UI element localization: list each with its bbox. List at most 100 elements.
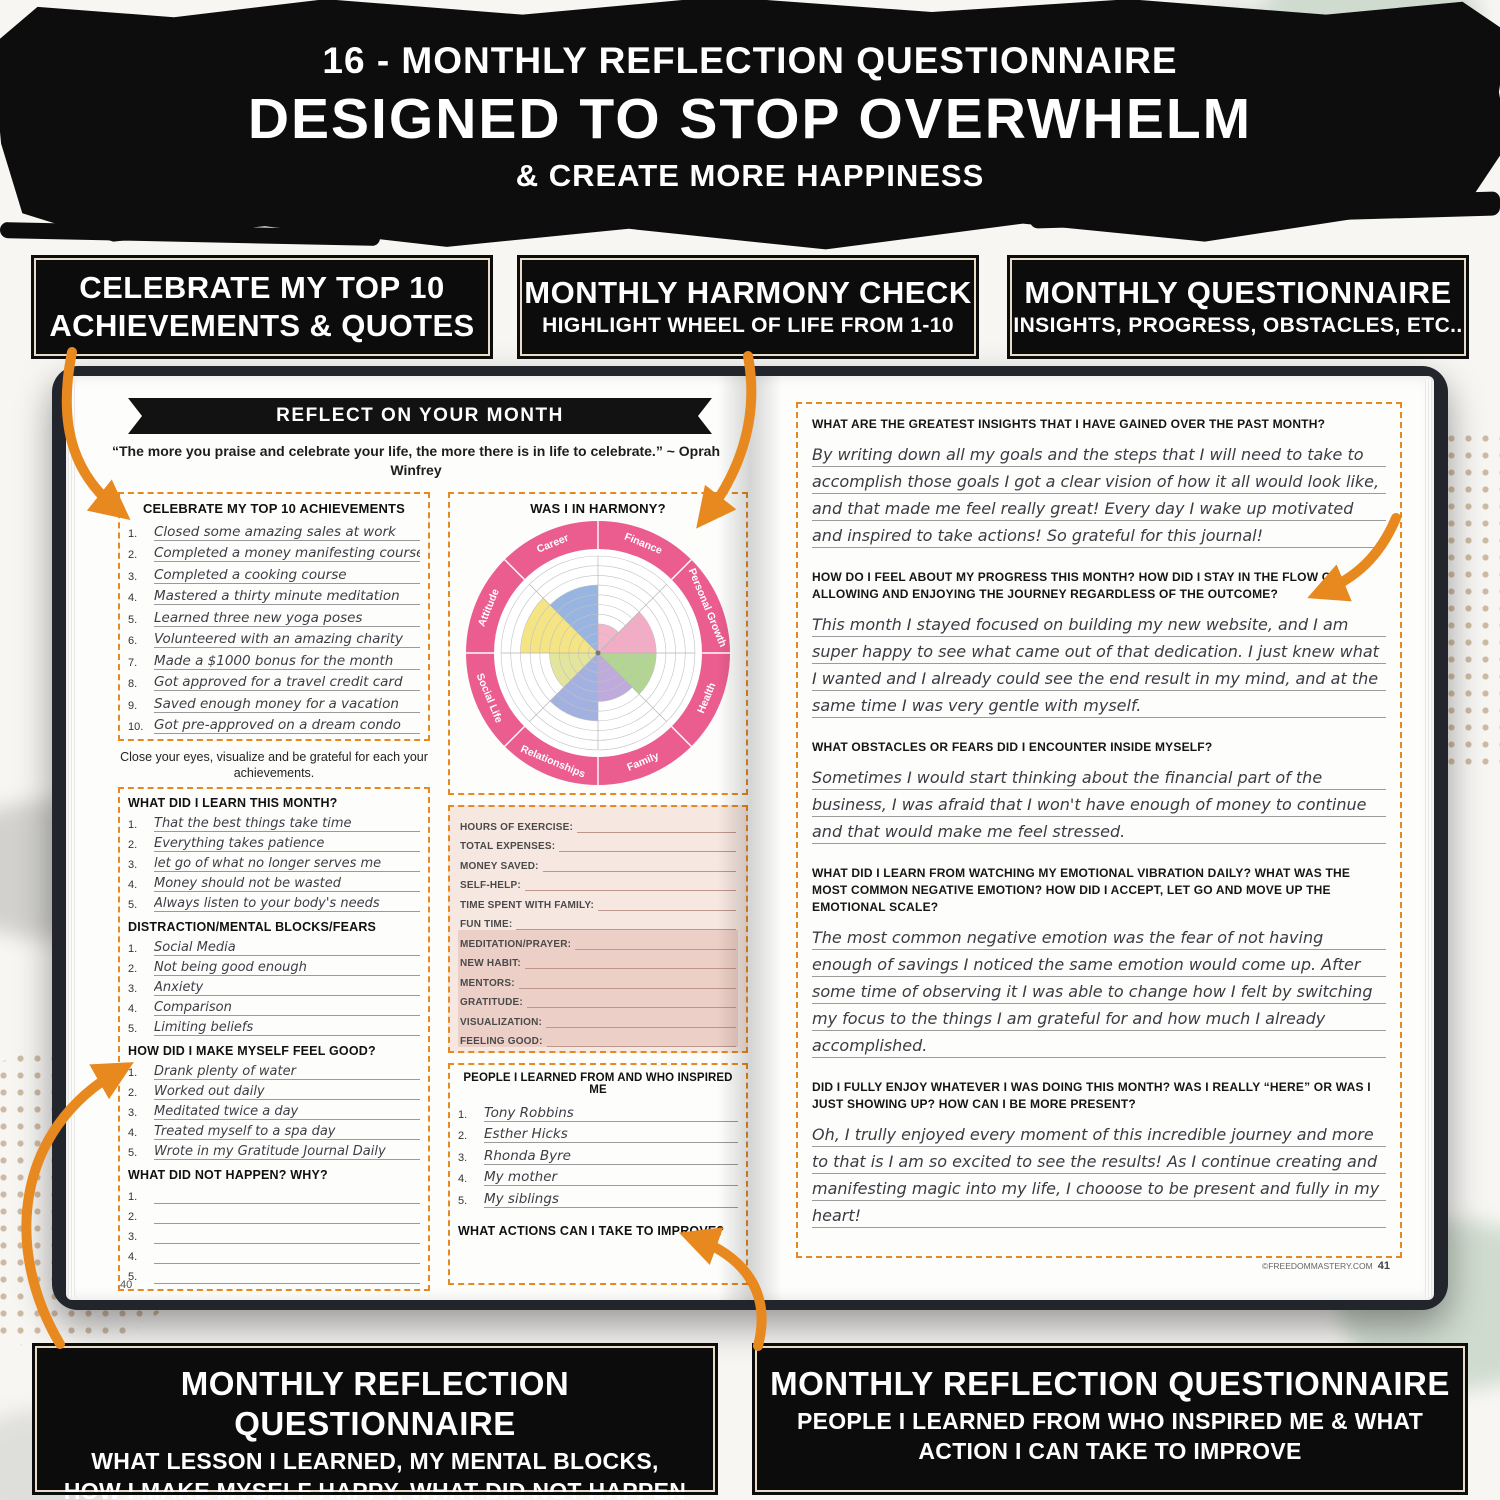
stat-row: NEW HABIT: bbox=[458, 949, 738, 969]
blank-rule bbox=[154, 1243, 420, 1244]
page-banner: REFLECT ON YOUR MONTH bbox=[128, 398, 712, 434]
item-number: 3. bbox=[128, 983, 138, 995]
list-item: 6.Volunteered with an amazing charity bbox=[128, 627, 420, 648]
list-item: 2. Everything takes patience bbox=[128, 832, 420, 852]
item-number: 4. bbox=[128, 592, 138, 604]
list-item: 1.Closed some amazing sales at work bbox=[128, 519, 420, 541]
blank-rule bbox=[546, 1046, 736, 1047]
item-number: 3. bbox=[128, 859, 138, 871]
stat-row: MEDITATION/PRAYER: bbox=[458, 930, 738, 950]
list-item: 2.Esther Hicks bbox=[458, 1122, 738, 1143]
list-item: 5.Limiting beliefs bbox=[128, 1016, 420, 1036]
item-text: Everything takes patience bbox=[154, 836, 420, 852]
item-number: 5. bbox=[128, 899, 138, 911]
stat-row: TOTAL EXPENSES: bbox=[458, 833, 738, 852]
list-item: 3.let go of what no longer serves me bbox=[128, 852, 420, 872]
item-text: My siblings bbox=[484, 1191, 738, 1208]
stat-label: GRATITUDE: bbox=[460, 997, 523, 1008]
blank-line: 3. bbox=[128, 1224, 420, 1244]
qa-block: WHAT ARE THE GREATEST INSIGHTS THAT I HA… bbox=[812, 416, 1386, 549]
page-number: 40 bbox=[120, 1279, 133, 1291]
qa-block: HOW DO I FEEL ABOUT MY PROGRESS THIS MON… bbox=[812, 569, 1386, 719]
callout-bottom-right: MONTHLY REFLECTION QUESTIONNAIRE PEOPLE … bbox=[752, 1343, 1468, 1495]
callout-title: MONTHLY QUESTIONNAIRE bbox=[1024, 275, 1452, 310]
item-number: 7. bbox=[128, 656, 138, 669]
blank-rule bbox=[524, 890, 736, 891]
list-item: 9.Saved enough money for a vacation bbox=[128, 691, 420, 713]
section-title: HOW DID I MAKE MYSELF FEEL GOOD? bbox=[128, 1044, 376, 1058]
handwritten-answer: The most common negative emotion was the… bbox=[812, 924, 1386, 1059]
stat-row: SELF-HELP: bbox=[458, 872, 738, 891]
item-number: 2. bbox=[128, 549, 138, 561]
blank-rule bbox=[154, 1263, 420, 1264]
blank-rule bbox=[154, 1223, 420, 1224]
stat-label: TIME SPENT WITH FAMILY: bbox=[460, 899, 595, 911]
copyright-text: ©FREEDOMMASTERY.COM bbox=[1261, 1261, 1373, 1271]
item-text: Closed some amazing sales at work bbox=[154, 524, 420, 541]
item-number: 8. bbox=[128, 678, 138, 690]
list-item: 1.Tony Robbins bbox=[458, 1100, 738, 1122]
header-line-1: 16 - MONTHLY REFLECTION QUESTIONNAIRE bbox=[322, 40, 1178, 81]
item-text: My mother bbox=[484, 1169, 738, 1186]
item-number: 1. bbox=[128, 1067, 138, 1079]
stat-label: MEDITATION/PRAYER: bbox=[460, 938, 572, 950]
section-title: WHAT DID NOT HAPPEN? WHY? bbox=[128, 1168, 328, 1182]
section-title: WHAT ACTIONS CAN I TAKE TO IMPROVE? bbox=[458, 1223, 725, 1238]
callout-top-achievements: CELEBRATE MY TOP 10 ACHIEVEMENTS & QUOTE… bbox=[31, 255, 493, 359]
list-item: 3.Meditated twice a day bbox=[128, 1100, 420, 1120]
stat-label: HOURS OF EXERCISE: bbox=[460, 821, 574, 833]
item-number: 3. bbox=[128, 1231, 138, 1243]
blank-rule bbox=[577, 831, 736, 833]
callout-top-harmony: MONTHLY HARMONY CHECK HIGHLIGHT WHEEL OF… bbox=[517, 255, 979, 359]
reflection-lists-section: WHAT DID I LEARN THIS MONTH? 1.That the … bbox=[118, 787, 430, 1291]
callout-top-questionnaire: MONTHLY QUESTIONNAIRE INSIGHTS, PROGRESS… bbox=[1007, 255, 1469, 359]
item-number: 1. bbox=[128, 819, 138, 831]
stat-row: FEELING GOOD: bbox=[458, 1027, 738, 1047]
section-title: DISTRACTION/MENTAL BLOCKS/FEARS bbox=[128, 920, 377, 934]
section-title: WHAT DID I LEARN THIS MONTH? bbox=[128, 796, 338, 810]
item-text: Esther Hicks bbox=[484, 1126, 738, 1143]
item-text: Made a $1000 bonus for the month bbox=[154, 653, 420, 670]
item-number: 4. bbox=[458, 1173, 468, 1185]
item-number: 5. bbox=[128, 1147, 138, 1159]
item-number: 2. bbox=[128, 963, 138, 975]
list-item: 2.Completed a money manifesting course bbox=[128, 541, 420, 562]
item-number: 2. bbox=[128, 839, 138, 851]
blank-line: 4. bbox=[128, 1244, 420, 1264]
item-number: 4. bbox=[128, 879, 138, 891]
question-text: DID I FULLY ENJOY WHATEVER I WAS DOING T… bbox=[812, 1080, 1371, 1111]
blank-rule bbox=[154, 1203, 420, 1204]
list-item: 2.Worked out daily bbox=[128, 1080, 420, 1100]
header-line-2: DESIGNED TO STOP OVERWHELM bbox=[247, 87, 1253, 151]
stat-row: TIME SPENT WITH FAMILY: bbox=[458, 891, 738, 911]
questionnaire-section: WHAT ARE THE GREATEST INSIGHTS THAT I HA… bbox=[796, 402, 1402, 1272]
list-item: 5.My siblings bbox=[458, 1186, 738, 1208]
blank-line: 2. bbox=[128, 1204, 420, 1224]
stat-label: SELF-HELP: bbox=[460, 880, 521, 891]
item-number: 4. bbox=[128, 1003, 138, 1015]
page-edge bbox=[1425, 379, 1432, 1297]
blank-rule bbox=[524, 968, 736, 969]
item-text: Volunteered with an amazing charity bbox=[154, 631, 420, 648]
stat-row: MENTORS: bbox=[458, 969, 738, 989]
list-item: 7. Made a $1000 bonus for the month bbox=[128, 648, 420, 670]
item-text: Limiting beliefs bbox=[154, 1020, 420, 1036]
item-number: 2. bbox=[128, 1087, 138, 1099]
blank-line: 1. bbox=[128, 1184, 420, 1204]
stat-label: MENTORS: bbox=[460, 977, 515, 989]
stat-row: GRATITUDE: bbox=[458, 988, 738, 1008]
stat-row: VISUALIZATION: bbox=[458, 1008, 738, 1028]
stat-label: TOTAL EXPENSES: bbox=[460, 841, 556, 852]
qa-block: WHAT DID I LEARN FROM WATCHING MY EMOTIO… bbox=[812, 865, 1386, 1059]
item-number: 2. bbox=[128, 1211, 138, 1223]
item-text: Wrote in my Gratitude Journal Daily bbox=[154, 1144, 420, 1160]
item-number: 3. bbox=[128, 570, 138, 583]
item-text: Not being good enough bbox=[154, 960, 420, 976]
list-item: 5. Wrote in my Gratitude Journal Daily bbox=[128, 1140, 420, 1160]
stat-label: NEW HABIT: bbox=[460, 958, 521, 969]
blank-rule bbox=[598, 909, 736, 911]
qa-block: WHAT OBSTACLES OR FEARS DID I ENCOUNTER … bbox=[812, 739, 1386, 845]
